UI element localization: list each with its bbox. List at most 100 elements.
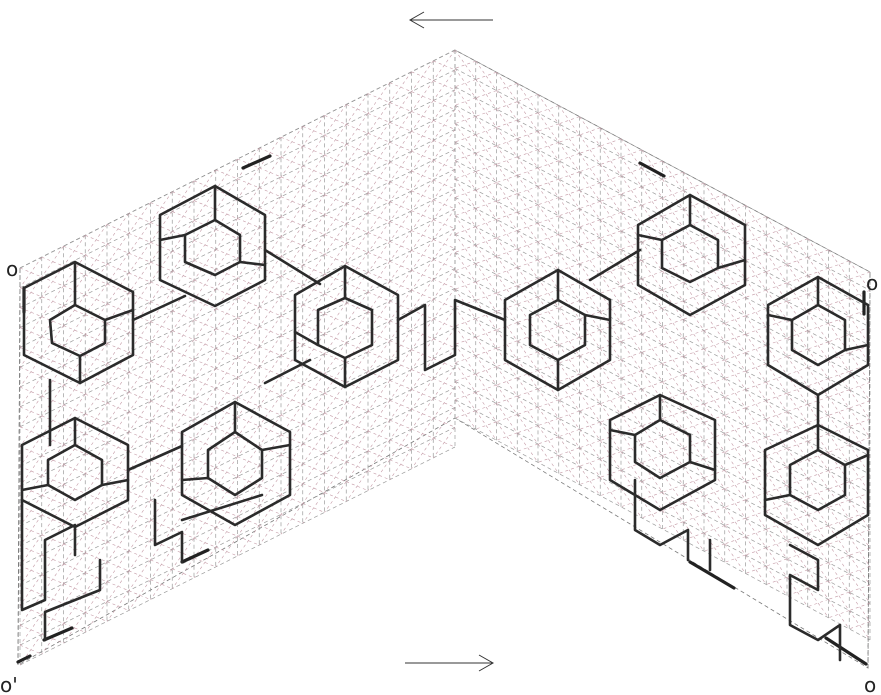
grid-diagonal [346, 173, 368, 204]
grid-diagonal [476, 411, 497, 441]
grid-diagonal [455, 216, 476, 246]
grid-diagonal [281, 186, 303, 217]
label-bottom-left: o' [0, 673, 18, 695]
grid-diagonal [368, 222, 390, 253]
grid-diagonal [129, 421, 151, 452]
grid-diagonal [281, 464, 303, 495]
grid-diagonal [303, 493, 325, 524]
grid-diagonal [259, 514, 281, 545]
grid-diagonal [85, 522, 107, 553]
grid-diagonal [829, 526, 850, 556]
grid-diagonal [390, 429, 412, 460]
grid-diagonal [433, 169, 455, 200]
grid-diagonal [281, 345, 303, 376]
grid-diagonal [238, 366, 260, 397]
grid-diagonal [325, 462, 347, 493]
grid-diagonal [517, 378, 538, 408]
grid-diagonal [787, 246, 808, 276]
grid-diagonal [85, 562, 107, 593]
grid-diagonal [412, 438, 434, 469]
grid-diagonal [580, 135, 601, 165]
grid-diagonal [621, 157, 642, 187]
grid-diagonal [704, 533, 725, 563]
grid-diagonal [538, 186, 559, 216]
grid-diagonal [151, 390, 173, 421]
grid-diagonal [433, 407, 455, 438]
grid-diagonal [600, 165, 621, 195]
grid-diagonal [194, 428, 216, 459]
grid-diagonal [517, 304, 538, 334]
grid-diagonal [559, 308, 580, 338]
grid-diagonal [412, 180, 434, 211]
grid-diagonal [704, 367, 725, 397]
grid-diagonal [600, 128, 621, 158]
grid-diagonal [497, 72, 518, 102]
grid-diagonal [455, 234, 476, 264]
grid-diagonal [303, 135, 325, 166]
grid-diagonal [725, 470, 746, 500]
walk-segment [318, 298, 372, 358]
grid-diagonal [129, 361, 151, 392]
grid-diagonal [642, 352, 663, 382]
grid-diagonal [663, 363, 684, 393]
grid-diagonal [42, 405, 64, 436]
grid-diagonal [497, 109, 518, 139]
grid-diagonal [151, 192, 173, 223]
grid-diagonal [412, 259, 434, 290]
grid-diagonal [107, 472, 129, 503]
grid-diagonal [476, 264, 497, 294]
grid-diagonal [766, 548, 787, 578]
grid-diagonal [325, 482, 347, 513]
grid-diagonal [559, 290, 580, 320]
grid-diagonal [412, 319, 434, 350]
grid-diagonal [325, 422, 347, 453]
grid-diagonal [107, 412, 129, 443]
grid-diagonal [390, 449, 412, 480]
grid-diagonal [683, 338, 704, 368]
grid-diagonal [455, 179, 476, 209]
grid-diagonal [808, 533, 829, 563]
grid-diagonal [303, 453, 325, 484]
grid-diagonal [433, 229, 455, 260]
grid-diagonal [303, 393, 325, 424]
grid-diagonal [368, 460, 390, 491]
walk-segment [208, 432, 262, 495]
walk-segment [48, 445, 102, 500]
grid-diagonal [746, 334, 767, 364]
grid-diagonal [194, 229, 216, 260]
grid-diagonal [194, 349, 216, 380]
grid-diagonal [129, 481, 151, 512]
grid-diagonal [281, 285, 303, 316]
grid-diagonal [390, 191, 412, 222]
grid-diagonal [725, 415, 746, 445]
grid-diagonal [390, 409, 412, 440]
grid-diagonal [346, 113, 368, 144]
grid-diagonal [412, 120, 434, 151]
grid-diagonal [390, 250, 412, 281]
grid-diagonal [746, 518, 767, 548]
grid-diagonal [600, 385, 621, 415]
grid-diagonal [849, 574, 870, 604]
grid-diagonal [259, 296, 281, 327]
grid-diagonal [725, 544, 746, 574]
grid-diagonal [412, 339, 434, 370]
grid-diagonal [683, 301, 704, 331]
grid-diagonal [259, 157, 281, 188]
grid-diagonal [390, 370, 412, 401]
grid-diagonal [538, 94, 559, 124]
grid-diagonal [497, 201, 518, 231]
grid-diagonal [172, 498, 194, 529]
grid-diagonal [216, 338, 238, 369]
grid-diagonal [303, 373, 325, 404]
grid-diagonal [829, 360, 850, 390]
grid-diagonal [559, 326, 580, 356]
grid-diagonal [808, 312, 829, 342]
grid-diagonal [390, 112, 412, 143]
grid-diagonal [517, 341, 538, 371]
grid-diagonal [849, 611, 870, 641]
grid-diagonal [151, 251, 173, 282]
grid-diagonal [129, 222, 151, 253]
grid-diagonal [346, 312, 368, 343]
grid-diagonal [476, 337, 497, 367]
